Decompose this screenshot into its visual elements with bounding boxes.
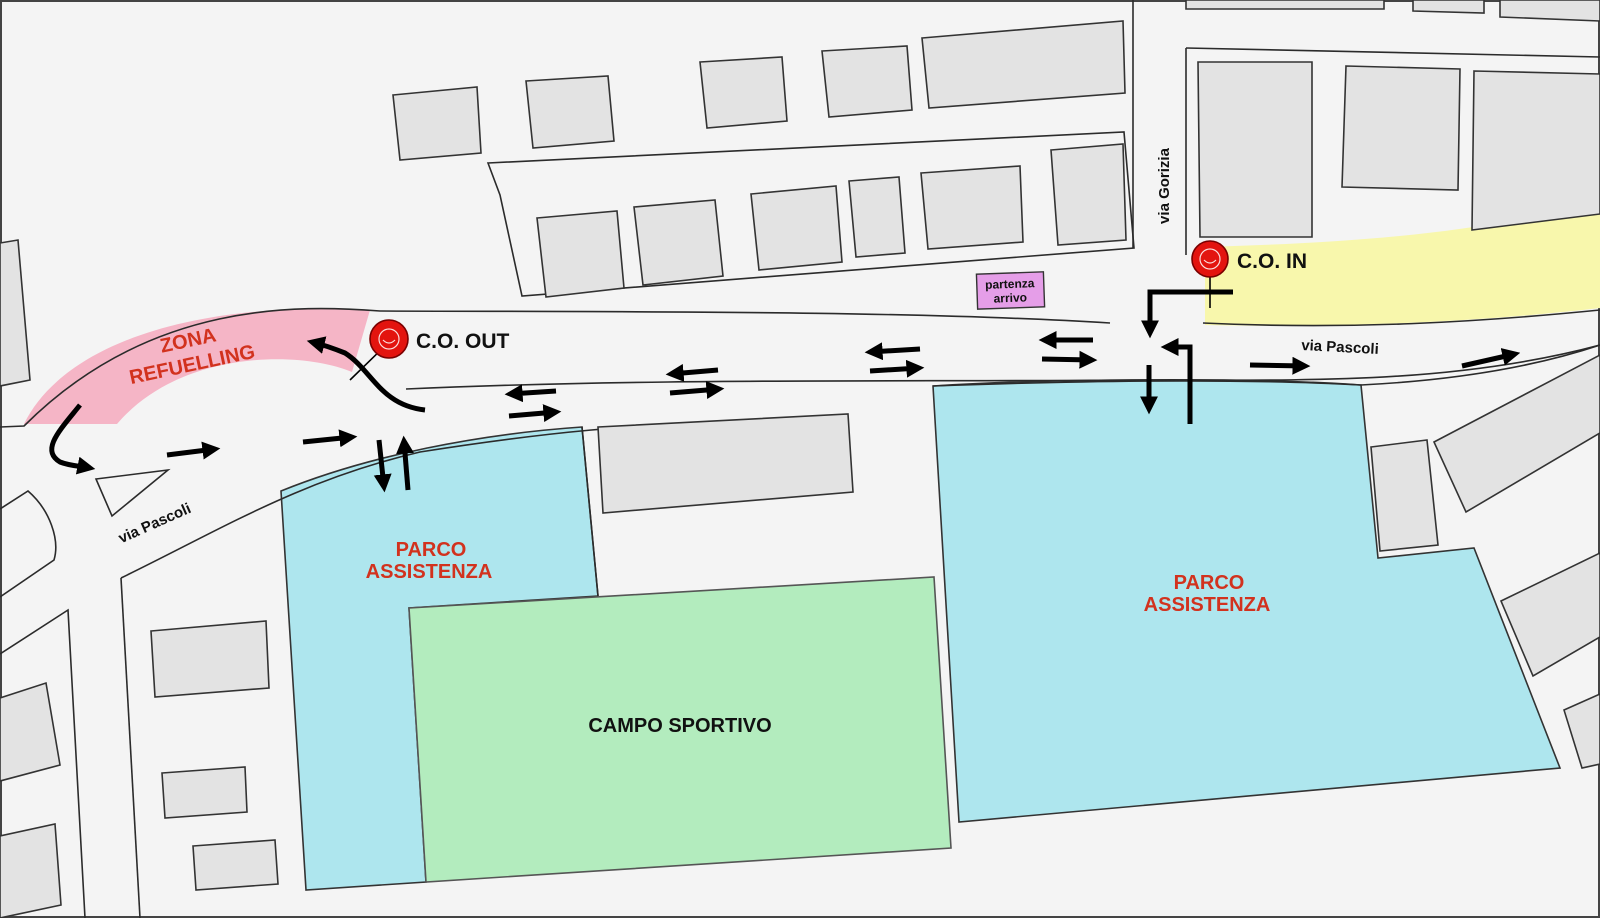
building <box>1412 0 1485 14</box>
building <box>597 413 854 514</box>
arrow-icon <box>864 342 921 361</box>
building <box>0 239 31 387</box>
building <box>1341 65 1461 191</box>
time-control-pin-icon <box>1191 240 1229 278</box>
building <box>0 681 61 782</box>
service-park-west-label-line2: ASSISTENZA <box>366 561 493 583</box>
building <box>1499 0 1600 22</box>
lot-boundary-east <box>1185 47 1600 58</box>
arrow-icon <box>669 381 725 399</box>
clock-hand-icon <box>1203 259 1217 264</box>
arrow-icon <box>49 403 96 475</box>
co-out-marker <box>369 319 409 359</box>
arrow-icon <box>1041 350 1098 369</box>
road-edge-north-east <box>1202 309 1600 327</box>
arrow-icon <box>306 336 426 413</box>
start-finish-box <box>975 271 1046 310</box>
building <box>536 210 625 298</box>
building <box>0 823 62 918</box>
traffic-island <box>94 468 171 518</box>
lot-boundary-north <box>486 131 1135 297</box>
building <box>1370 439 1439 552</box>
building <box>525 75 615 149</box>
start-finish-label-line1: partenza <box>985 276 1035 292</box>
building <box>699 56 788 129</box>
arrow-icon <box>302 429 358 448</box>
building <box>1050 143 1127 246</box>
building <box>750 185 843 271</box>
arrow-icon <box>373 439 392 493</box>
route-arrows <box>49 289 1521 493</box>
building <box>150 620 270 698</box>
building <box>848 176 906 258</box>
road-edge-lower <box>405 344 1600 390</box>
street-label-pascoli-east: via Pascoli <box>1301 337 1379 358</box>
start-finish-label-line2: arrivo <box>993 290 1027 305</box>
co-out-label: C.O. OUT <box>416 330 510 353</box>
arrow-icon <box>1141 289 1233 339</box>
arrow-icon <box>508 404 562 423</box>
arrow-icon <box>869 359 925 378</box>
road-edge-south-east <box>932 344 1600 387</box>
service-park-west-label-line1: PARCO <box>396 539 467 561</box>
arrow-icon <box>396 435 414 491</box>
clock-hand-icon <box>382 339 396 344</box>
building <box>1563 693 1600 769</box>
sports-field <box>408 576 952 883</box>
arrow-icon <box>1461 348 1521 369</box>
clock-icon <box>1199 248 1221 270</box>
building <box>821 45 913 118</box>
building <box>1471 70 1600 231</box>
service-park-east-label-line2: ASSISTENZA <box>1144 594 1271 616</box>
road-edge-west-lower <box>0 490 57 598</box>
arrow-icon <box>1249 356 1311 375</box>
time-control-pin-icon <box>369 319 409 359</box>
arrow-icon <box>166 441 221 460</box>
co-in-marker <box>1191 240 1229 278</box>
road-edge-west-bottom <box>0 608 86 918</box>
building <box>921 20 1126 109</box>
building <box>1499 552 1600 678</box>
street-label-gorizia: via Gorizia <box>1156 147 1173 224</box>
building <box>633 199 724 286</box>
road-edge-north-west <box>0 307 1111 428</box>
clock-icon <box>378 328 400 350</box>
sports-field-label: CAMPO SPORTIVO <box>588 715 771 737</box>
field-edge-left <box>581 426 599 597</box>
service-park-east-label-line1: PARCO <box>1174 572 1245 594</box>
building <box>192 839 279 891</box>
building <box>161 766 248 819</box>
building <box>920 165 1024 250</box>
arrow-icon <box>665 363 719 382</box>
building <box>1185 0 1385 10</box>
road-edge-west-street <box>120 577 141 918</box>
arrow-icon <box>504 384 557 403</box>
control-road-east <box>1205 200 1600 326</box>
building <box>1432 354 1600 514</box>
arrow-icon <box>1160 338 1193 424</box>
building <box>392 86 482 161</box>
building <box>1197 61 1313 238</box>
refuel-zone <box>24 308 370 424</box>
co-in-label: C.O. IN <box>1237 250 1307 273</box>
